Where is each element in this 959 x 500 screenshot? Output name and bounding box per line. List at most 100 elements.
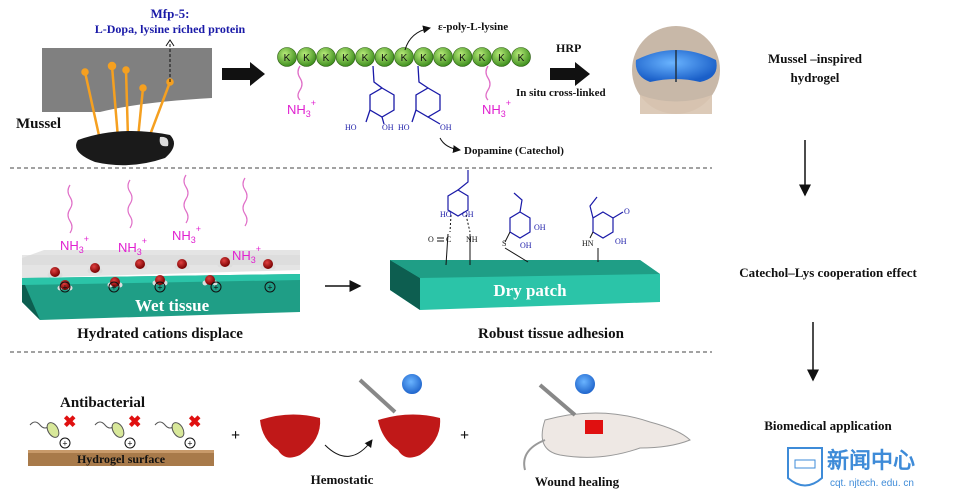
rat-illustration	[523, 372, 691, 471]
svg-text:K: K	[381, 53, 388, 64]
svg-text:K: K	[420, 53, 427, 64]
liver-illustration	[260, 372, 441, 458]
lysine-bead: K	[511, 47, 531, 67]
chem-label: O	[624, 207, 630, 216]
hydrogel-surface	[28, 450, 214, 466]
lysine-bead: K	[433, 47, 453, 67]
lysine-bead: K	[452, 47, 473, 67]
lysine-bead: K	[491, 47, 512, 67]
water-molecules	[47, 257, 276, 291]
chem-label: OH	[462, 210, 474, 219]
hydroxyl-label: HO	[345, 123, 357, 132]
watermark-text: 新闻中心	[827, 448, 915, 474]
chem-label: O	[428, 235, 434, 244]
cation-plus-icon: +	[154, 281, 166, 293]
cation-plus-icon: +	[62, 439, 67, 449]
lysine-bead: K	[472, 47, 492, 67]
amine-chain: NH3+	[118, 179, 147, 257]
lysine-bead: K	[277, 47, 297, 67]
mussel-illustration	[42, 39, 212, 166]
chem-label: S	[502, 239, 506, 248]
chem-label: HN	[582, 239, 594, 248]
water-molecule	[260, 259, 276, 270]
svg-text:+: +	[267, 283, 272, 293]
chem-label: NH	[466, 235, 478, 244]
dry-patch-label: Dry patch	[493, 281, 567, 300]
svg-text:+: +	[213, 283, 218, 293]
hydrogel-title-line2: hydrogel	[791, 70, 840, 85]
svg-text:+: +	[111, 283, 116, 293]
svg-text:K: K	[303, 53, 310, 64]
arrow-right-icon	[550, 62, 590, 86]
hydrogel-photo	[632, 26, 720, 114]
wet-tissue-label: Wet tissue	[135, 296, 210, 315]
surface-cations: + + + + +	[59, 281, 276, 293]
lysine-bead: K	[316, 47, 336, 67]
robust-adhesion-caption: Robust tissue adhesion	[478, 326, 625, 342]
svg-text:+: +	[157, 283, 162, 293]
plus-sign: +	[460, 427, 469, 444]
lysine-bead: K	[394, 47, 414, 67]
cation-plus-icon: +	[187, 439, 192, 449]
cation-plus-icon: +	[210, 281, 222, 293]
hydroxyl-label: OH	[440, 123, 452, 132]
hydrated-cations-caption: Hydrated cations displace	[77, 326, 243, 342]
bacterium: ✖+	[29, 414, 76, 449]
svg-text:K: K	[498, 53, 505, 64]
cross-icon: ✖	[188, 414, 201, 431]
chem-label: OH	[534, 223, 546, 232]
svg-text:K: K	[479, 53, 486, 64]
polylysine-label: ε-poly-L-lysine	[438, 21, 508, 33]
cation-plus-icon: +	[59, 281, 71, 293]
watermark-url: cqt. njtech. edu. cn	[830, 478, 914, 489]
plus-sign: +	[231, 427, 240, 444]
adhesion-chemistry	[447, 170, 624, 239]
lysine-bead: K	[335, 47, 356, 67]
svg-text:K: K	[362, 53, 369, 64]
chem-label: C	[446, 235, 451, 244]
lysine-bead: K	[296, 47, 317, 67]
lysine-bead: K	[355, 47, 375, 67]
svg-text:+: +	[62, 283, 67, 293]
dry-patch-slab	[390, 260, 660, 310]
cross-icon: ✖	[63, 414, 76, 431]
svg-text:NH3+: NH3+	[60, 234, 89, 255]
watermark-logo: 新闻中心 cqt. njtech. edu. cn	[787, 447, 915, 489]
amine-side-chain-right: NH3+	[482, 65, 511, 119]
antibacterial-label: Antibacterial	[60, 395, 145, 411]
mfp5-title: Mfp-5:	[151, 6, 190, 21]
hydrogel-surface-label: Hydrogel surface	[77, 452, 166, 466]
byssal-threads	[81, 61, 174, 141]
cation-plus-icon: +	[108, 281, 120, 293]
chem-label: HO	[440, 210, 452, 219]
amine-chain: NH3+	[60, 184, 89, 255]
bacterium: ✖+	[94, 414, 141, 449]
hemostatic-label: Hemostatic	[311, 472, 374, 487]
water-molecule	[132, 259, 148, 270]
amine-chain: NH3+	[232, 177, 261, 265]
mfp5-description: L-Dopa, lysine riched protein	[95, 22, 246, 36]
water-molecule	[217, 257, 233, 268]
svg-text:NH3+: NH3+	[232, 244, 261, 265]
water-molecule	[47, 267, 63, 278]
catechol-right	[411, 65, 441, 125]
hydrogel-title-line1: Mussel –inspired	[768, 51, 863, 66]
svg-text:K: K	[459, 53, 466, 64]
amine-side-chain-left: NH3+	[287, 65, 316, 119]
arrow-right-icon	[222, 62, 265, 86]
svg-text:NH3+: NH3+	[482, 98, 511, 119]
lysine-bead: K	[374, 47, 395, 67]
mussel-shell	[76, 131, 174, 166]
water-molecule	[174, 259, 190, 270]
chem-label: OH	[520, 241, 532, 250]
dopamine-label: Dopamine (Catechol)	[464, 145, 564, 157]
svg-text:K: K	[401, 53, 408, 64]
mussel-label: Mussel	[16, 116, 61, 132]
hrp-label: HRP	[556, 41, 581, 55]
amine-chain: NH3+	[172, 174, 201, 245]
cation-plus-icon: +	[264, 281, 276, 293]
wound-healing-label: Wound healing	[535, 474, 620, 489]
